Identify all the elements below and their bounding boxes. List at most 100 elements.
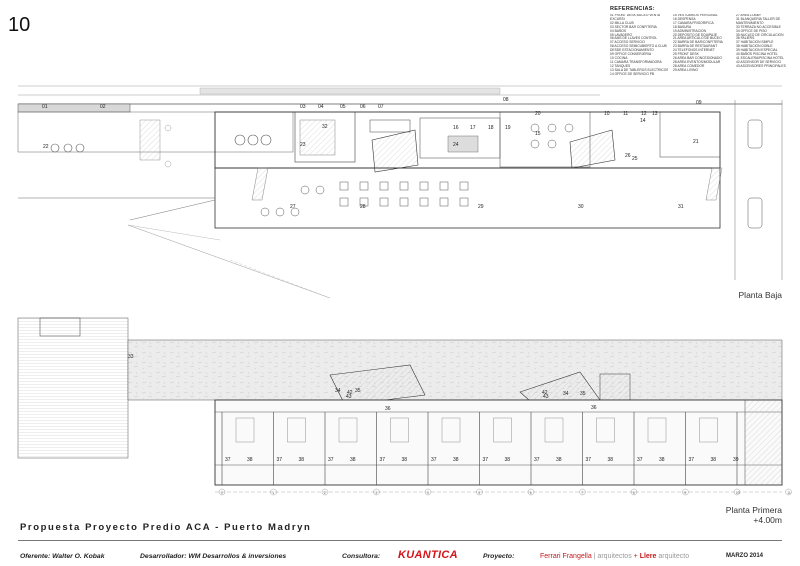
room-tag: 10: [604, 111, 610, 117]
room-tag: 38: [299, 457, 305, 463]
reference-item: 37 HABITACION SIMPLE: [736, 40, 774, 45]
room-tag: 01: [42, 104, 48, 110]
room-tag: 11: [623, 111, 628, 117]
reference-item: 38 HABITACION DOBLE: [736, 44, 773, 49]
date-text: MARZO 2014: [726, 553, 764, 559]
reference-item: 08 ACCESO SEMICUBIERTO A CLUB: [610, 44, 667, 49]
reference-item: 18 BASURA: [673, 24, 692, 29]
reference-item: 11 CAMARA TRANSFORMADORA: [610, 59, 662, 64]
firm-separator: +: [631, 553, 640, 560]
room-bed: [596, 417, 615, 443]
reference-item: 29 AREA LIVING: [673, 67, 698, 72]
axis-bubble: [630, 488, 638, 496]
room-bed: [699, 417, 718, 443]
reference-item: 42 ASCENSOR DE SERVICIO: [736, 59, 782, 64]
axis-label: 2: [324, 491, 326, 495]
reference-item: 07 ACCESO SERVICIO: [610, 40, 645, 45]
room-tag: 17: [470, 125, 476, 131]
room-tag: 03: [300, 104, 306, 110]
room-tag: 13: [652, 111, 658, 117]
sheet-number: 10: [8, 14, 31, 36]
reference-item: 16 DESPENSA: [673, 16, 696, 21]
room-tag: 07: [378, 104, 384, 110]
room-tag: 42: [347, 390, 353, 396]
room-tag: 38: [608, 457, 614, 463]
reference-item: 04 BAÑOS: [610, 28, 627, 33]
axis-bubble: [424, 488, 432, 496]
reference-item: 09 OFFICE CONSERJERIA: [610, 52, 652, 57]
room-tag: 20: [535, 111, 541, 117]
room-tag: 19: [505, 125, 511, 131]
room-tag: 28: [360, 204, 366, 210]
room-tag: 37: [380, 457, 386, 463]
room-tag: 37: [225, 457, 231, 463]
reference-item: 28 AREA COMEDOR: [673, 63, 705, 68]
axis-label: 1: [272, 491, 274, 495]
reference-item: 14 OFFICE DE SERVICIO PB: [610, 71, 655, 76]
axis-bubble: [218, 488, 226, 496]
ground-floor-label: Planta Baja: [738, 290, 782, 300]
room-tag: 38: [659, 457, 665, 463]
room-tag: 35: [355, 388, 361, 394]
axis-bubble: [270, 488, 277, 496]
room-tag: 36: [591, 405, 597, 411]
room-tag: 37: [431, 457, 437, 463]
axis-bubble: [373, 488, 380, 496]
axis-label: 5: [478, 491, 480, 495]
room-tag: 38: [556, 457, 562, 463]
reference-item: 19 ADMINISTRACION: [673, 28, 706, 33]
reference-item: EXCURSI: [610, 16, 625, 21]
reference-item: 05 LAVADERO: [610, 32, 633, 37]
firms-credit: Ferrari Frangella | arquitectos + Llere …: [540, 553, 689, 560]
room-tag: 37: [689, 457, 695, 463]
kuantica-logo: KUANTICA: [398, 549, 458, 561]
room-tag: 05: [340, 104, 346, 110]
room-tag: 43: [346, 394, 352, 400]
reference-item: 33 TERRAZA NO ACCESIBLE: [736, 24, 781, 29]
axis-label: 8: [633, 491, 635, 495]
room-tag: 22: [43, 144, 49, 150]
axis-label: 6: [530, 491, 532, 495]
reference-item: 36 PALIERS: [736, 36, 755, 41]
consultant-label: Consultora:: [342, 553, 381, 560]
room-bed: [647, 417, 667, 443]
project-label: Proyecto:: [483, 553, 515, 560]
room-tag: 30: [578, 204, 584, 210]
room-tag: 29: [478, 204, 484, 210]
axis-label: 11: [787, 491, 791, 495]
reference-item: 28 AREA EVENTOS/MODULAR: [673, 59, 721, 64]
room-tag: 37: [483, 457, 489, 463]
project-title: Propuesta Proyecto Predio ACA - Puerto M…: [20, 522, 312, 533]
room-tag: 38: [402, 457, 408, 463]
axis-label: 4: [427, 491, 429, 495]
room-tag: 09: [696, 100, 702, 106]
room-tag: 21: [693, 139, 699, 145]
room-tag: 37: [277, 457, 283, 463]
reference-item: 22 BARRA DE BAR/CONFITERIA: [673, 40, 723, 45]
room-tag: 38: [453, 457, 459, 463]
room-tag: 34: [335, 388, 341, 394]
reference-item: 01 FRONT DESK BUCEO VENTA: [610, 14, 661, 17]
room-tag: 38: [505, 457, 511, 463]
axis-bubble: [321, 488, 329, 496]
axis-label: 7: [581, 491, 583, 495]
room-tag: 25: [632, 156, 638, 162]
axis-label: 0: [221, 491, 223, 495]
room-bed: [441, 417, 461, 443]
reference-item: 26 AREA BAR CONCESIONADO: [673, 55, 722, 60]
room-bed: [235, 417, 255, 443]
room-tag: 37: [328, 457, 334, 463]
room-tag: 32: [322, 124, 328, 130]
room-bed: [287, 417, 306, 443]
axis-bubble: [733, 488, 741, 496]
firm-b-name: Llere: [639, 553, 657, 560]
reference-item: 40 BAÑOS PISCINA HOTEL: [736, 52, 778, 57]
reference-item: 15 VESTUARIOS PERSONAL: [673, 14, 718, 17]
